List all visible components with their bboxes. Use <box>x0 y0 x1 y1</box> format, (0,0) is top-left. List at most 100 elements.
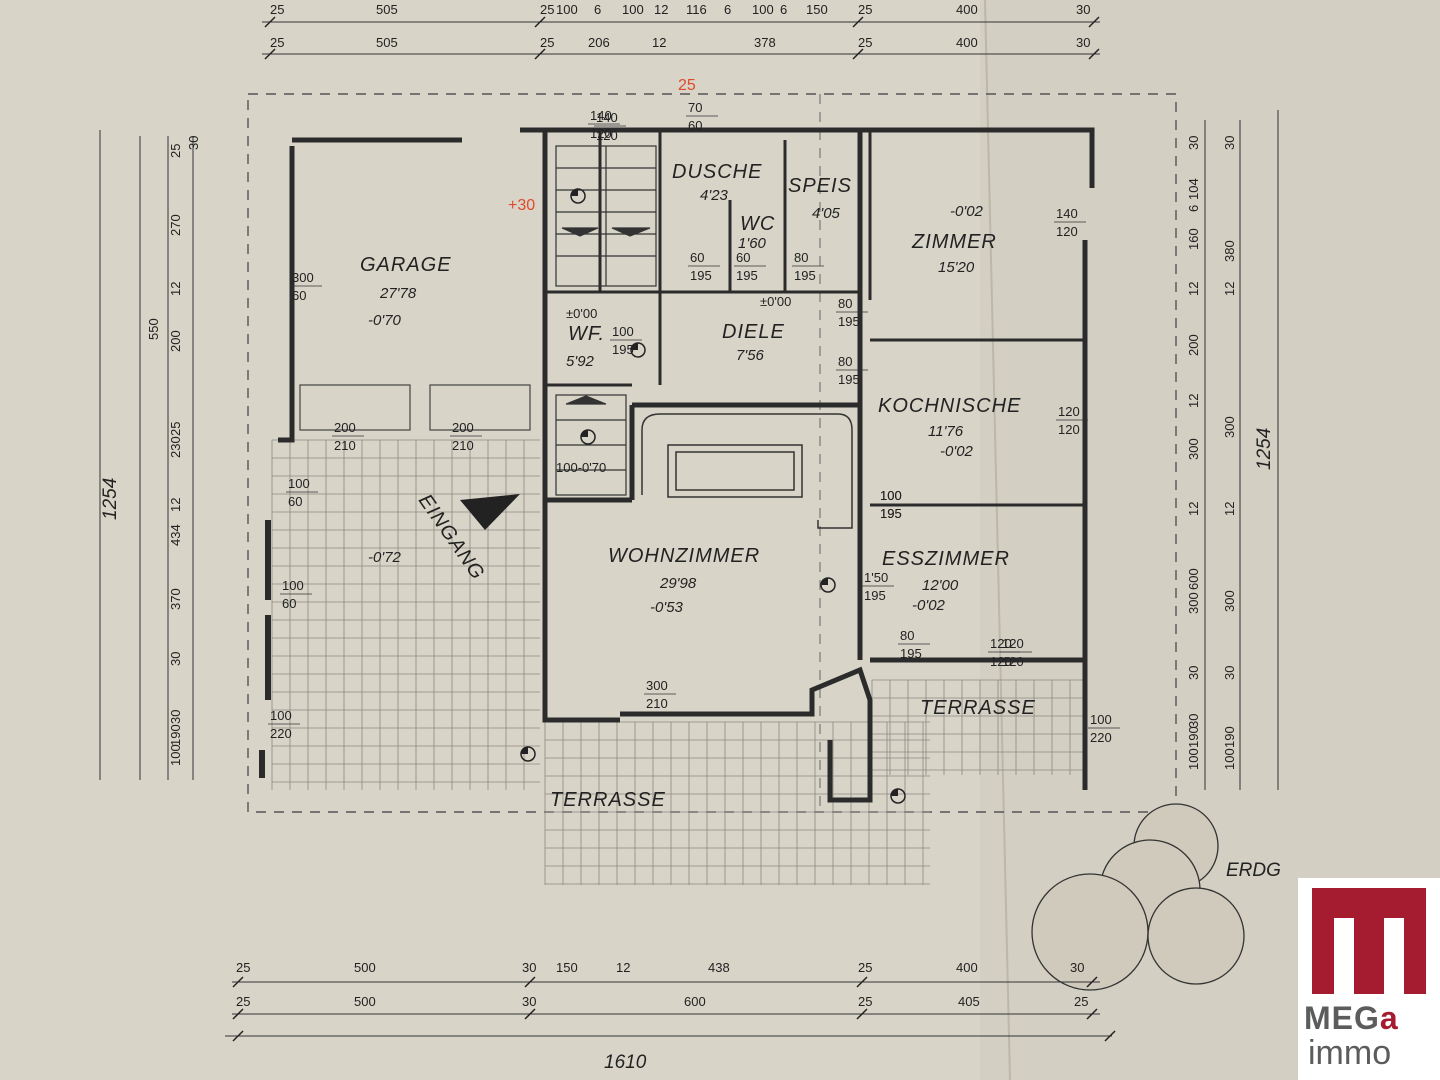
opening-width: 60 <box>736 250 750 265</box>
right-dim-label: 30 <box>1222 136 1237 150</box>
right-dim-label: 30 <box>1222 666 1237 680</box>
logo-mark <box>1312 888 1426 994</box>
room-label-wohnzimmer: WOHNZIMMER <box>608 545 760 567</box>
right-dim-label: 30 <box>1186 136 1201 150</box>
right-dim-label: 300 <box>1222 416 1237 438</box>
level-stair-landing: 100-0'70 <box>556 460 606 475</box>
opening-height: 210 <box>334 438 356 453</box>
right-dim-label: 30 <box>1186 666 1201 680</box>
opening-width: 80 <box>838 354 852 369</box>
opening-width: 80 <box>794 250 808 265</box>
left-dim-label: 30 <box>186 136 201 150</box>
opening-width: 100 <box>880 488 902 503</box>
top-dim-label: 25 <box>858 35 872 50</box>
room-label-terrasse-east: TERRASSE <box>920 697 1036 719</box>
opening-height: 210 <box>452 438 474 453</box>
bottom-dim-label: 25 <box>236 960 250 975</box>
room-area-zimmer: 15'20 <box>938 259 975 276</box>
left-total-dimension: 1254 <box>100 478 121 520</box>
opening-width: 140 <box>590 108 612 123</box>
windows <box>259 520 271 778</box>
opening-width: 80 <box>900 628 914 643</box>
right-dim-label: 190 <box>1186 726 1201 748</box>
top-dim-label: 12 <box>654 2 668 17</box>
opening-height: 195 <box>900 646 922 661</box>
right-dim-label: 100 <box>1222 748 1237 770</box>
right-dim-label: 600 <box>1186 568 1201 590</box>
opening-height: 120 <box>990 654 1012 669</box>
room-label-wf: WF. <box>568 323 605 345</box>
opening-width: 120 <box>1002 636 1024 651</box>
opening-height: 195 <box>864 588 886 603</box>
opening-height: 120 <box>1058 422 1080 437</box>
opening-height: 60 <box>288 494 302 509</box>
bottom-dim-label: 25 <box>858 994 872 1009</box>
room-area-speis: 4'05 <box>812 205 841 222</box>
opening-width: 200 <box>452 420 474 435</box>
level-markers <box>520 188 906 804</box>
left-dim-label: 230 <box>168 436 183 458</box>
opening-width: 300 <box>646 678 668 693</box>
paper-fold <box>984 0 1011 1080</box>
room-label-diele: DIELE <box>722 321 785 343</box>
room-label-garage: GARAGE <box>360 254 452 276</box>
opening-width: 70 <box>688 100 702 115</box>
paving-grid <box>271 439 1085 885</box>
opening-width: 300 <box>292 270 314 285</box>
left-dim-label: 270 <box>168 214 183 236</box>
opening-height: 195 <box>690 268 712 283</box>
opening-height: 195 <box>736 268 758 283</box>
opening-height: 120 <box>1056 224 1078 239</box>
top-dim-label: 25 <box>858 2 872 17</box>
room-area-wohnzimmer: 29'98 <box>659 575 697 592</box>
right-dim-label: 6 <box>1186 205 1201 212</box>
room-level-garage: -0'70 <box>368 312 402 329</box>
bottom-dim-label: 438 <box>708 960 730 975</box>
right-total-dimension: 1254 <box>1254 428 1275 470</box>
room-level-zimmer: -0'02 <box>950 203 984 220</box>
opening-height: 195 <box>838 314 860 329</box>
opening-height: 120 <box>596 128 618 143</box>
red-annotation-dim: 25 <box>678 77 696 94</box>
room-level-kochnische: -0'02 <box>940 443 974 460</box>
top-dim-label: 400 <box>956 2 978 17</box>
right-dim-label: 200 <box>1186 334 1201 356</box>
opening-width: 140 <box>1056 206 1078 221</box>
logo-wordmark-bottom: immo <box>1308 1034 1392 1072</box>
top-dim-label: 12 <box>652 35 666 50</box>
right-dim-label: 104 <box>1186 178 1201 200</box>
opening-width: 100 <box>288 476 310 491</box>
bottom-dim-label: 30 <box>522 960 536 975</box>
top-dim-label: 505 <box>376 2 398 17</box>
right-dim-label: 12 <box>1222 282 1237 296</box>
room-label-speis: SPEIS <box>788 175 852 197</box>
right-dim-label: 380 <box>1222 240 1237 262</box>
room-area-kochnische: 11'76 <box>928 423 964 440</box>
left-dim-label: 12 <box>168 498 183 512</box>
opening-height: 195 <box>794 268 816 283</box>
right-dim-label: 30 <box>1186 714 1201 728</box>
garage-cars <box>299 384 531 431</box>
right-dim-label: 160 <box>1186 228 1201 250</box>
left-dimensions-mid: 550 <box>146 318 161 340</box>
room-label-zimmer: ZIMMER <box>911 231 997 253</box>
opening-width: 120 <box>990 636 1012 651</box>
trees <box>1031 803 1245 991</box>
right-dim-label: 12 <box>1186 394 1201 408</box>
